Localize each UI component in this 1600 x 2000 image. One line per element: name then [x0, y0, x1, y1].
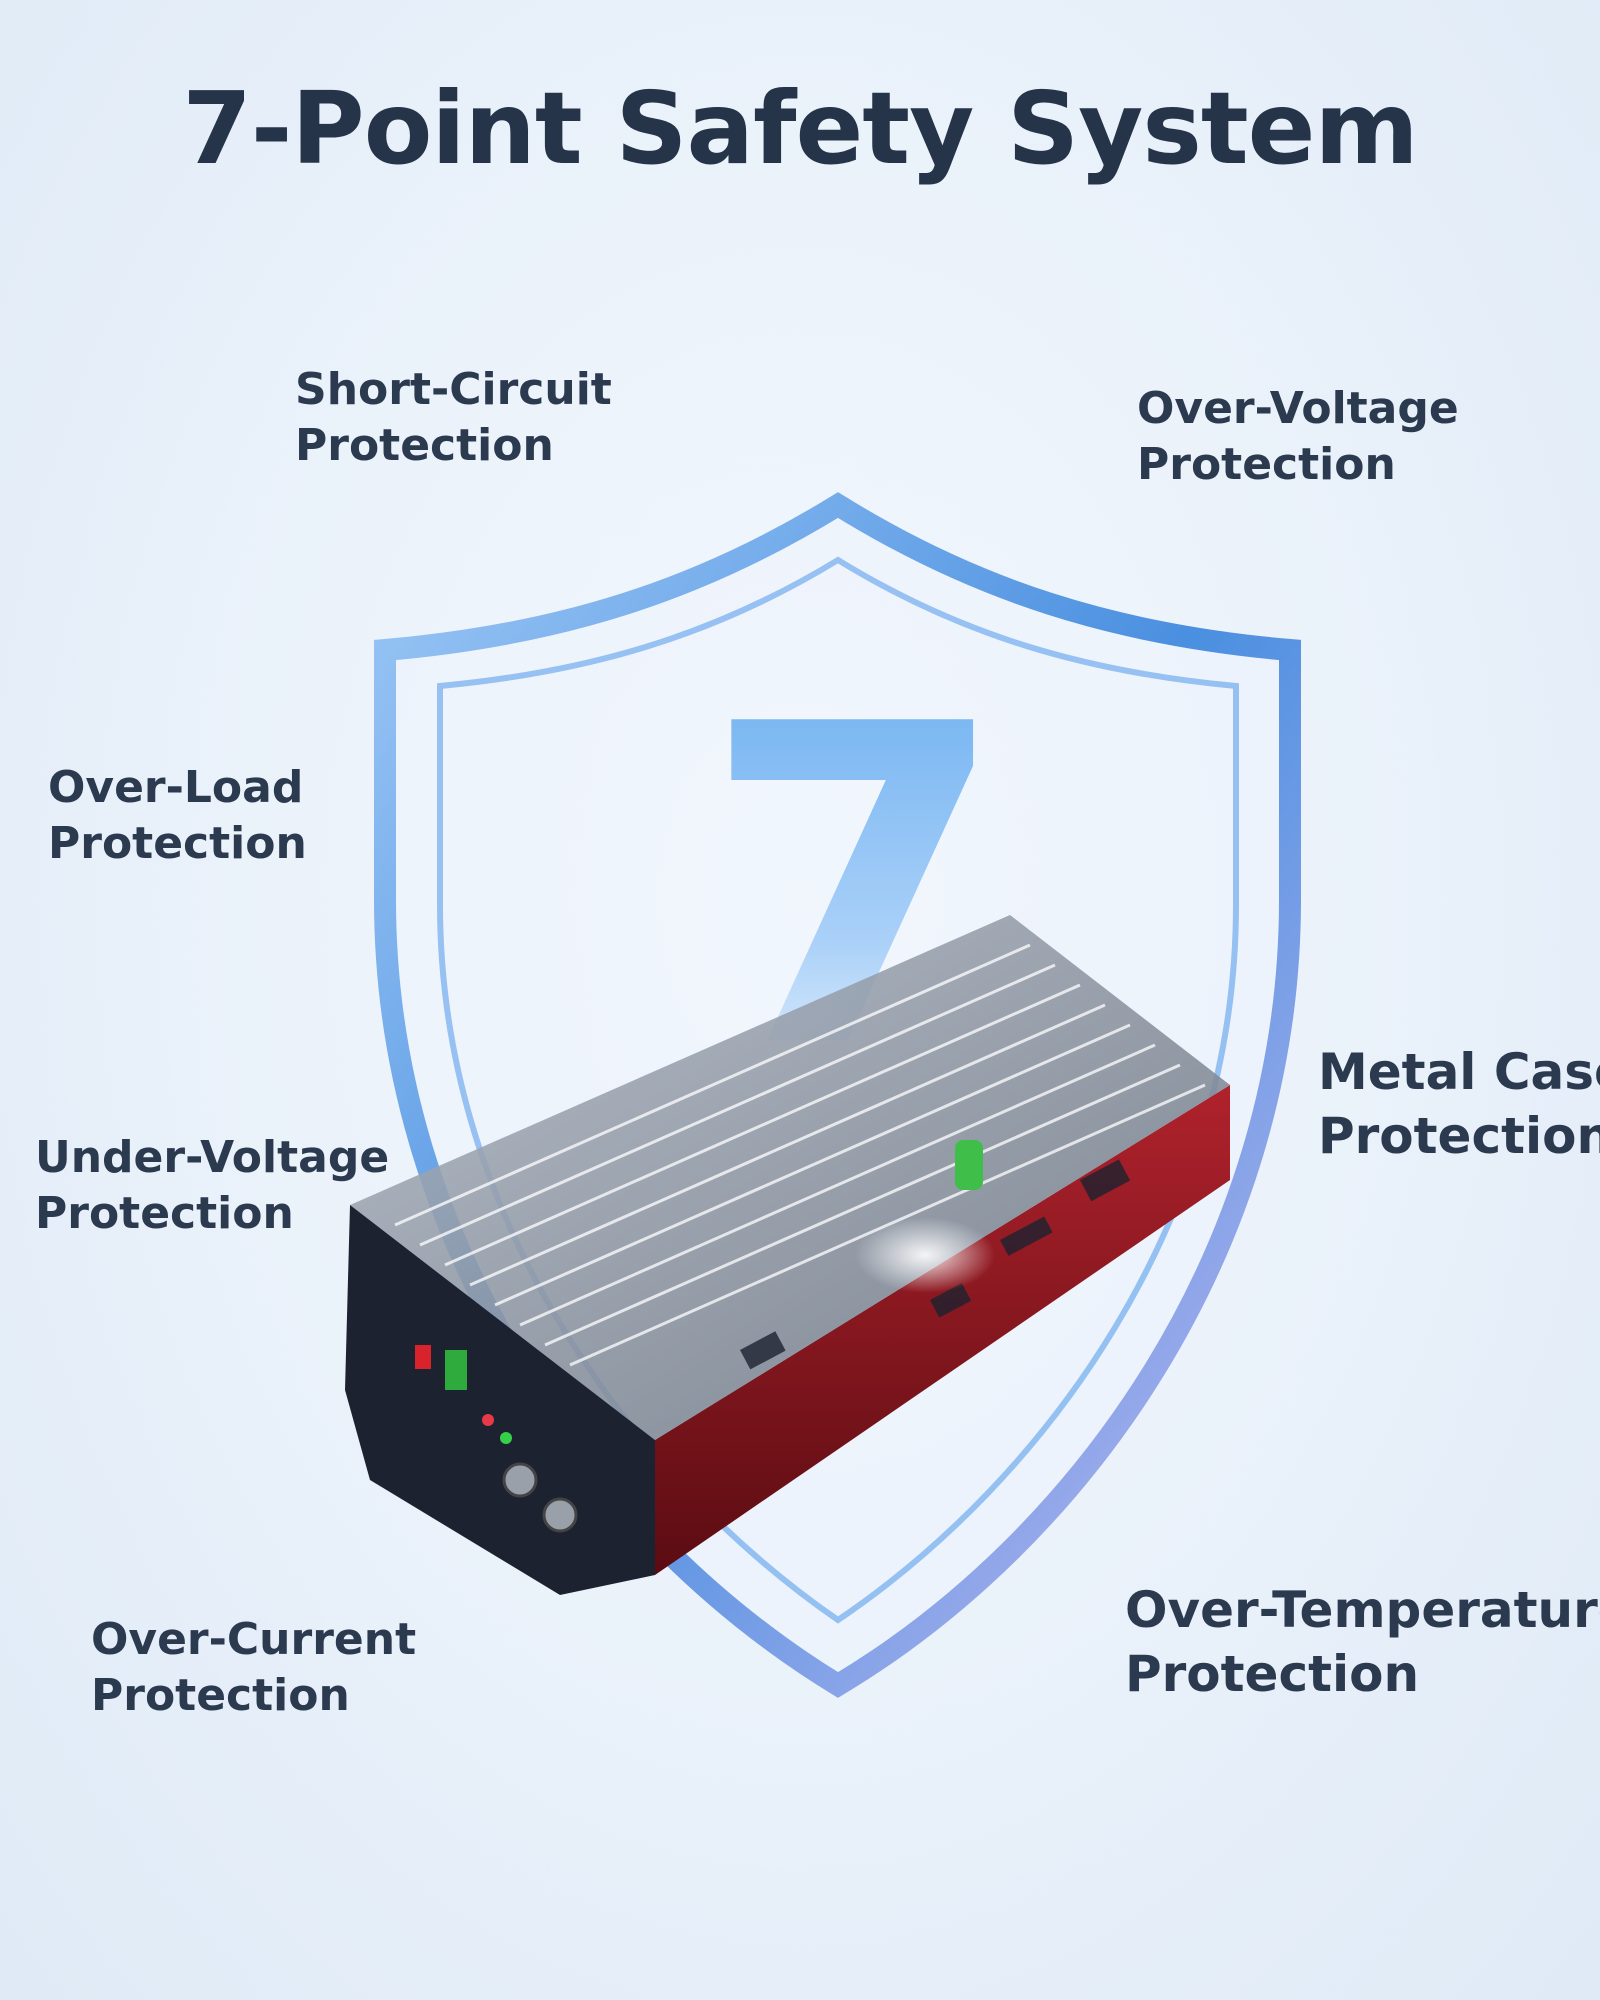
- inverter-device: [345, 915, 1230, 1595]
- feature-metal-case: Metal Case Protection: [1318, 1040, 1600, 1168]
- feature-over-temperature-name: Over-Temperature: [1125, 1581, 1600, 1639]
- feature-short-circuit: Short-Circuit Protection: [295, 362, 612, 475]
- feature-under-voltage-suffix: Protection: [35, 1188, 294, 1240]
- feature-over-load-name: Over-Load: [48, 762, 304, 813]
- feature-short-circuit-suffix: Protection: [295, 420, 554, 472]
- feature-over-temperature-suffix: Protection: [1125, 1645, 1420, 1703]
- feature-metal-case-name: Metal Case: [1318, 1043, 1600, 1101]
- feature-over-current-suffix: Protection: [91, 1670, 350, 1722]
- feature-over-load-suffix: Protection: [48, 818, 307, 870]
- feature-under-voltage: Under-Voltage Protection: [35, 1130, 389, 1243]
- feature-over-voltage-suffix: Protection: [1137, 439, 1396, 491]
- feature-over-voltage-name: Over-Voltage: [1137, 383, 1459, 434]
- feature-over-current: Over-Current Protection: [91, 1612, 416, 1725]
- feature-short-circuit-name: Short-Circuit: [295, 364, 612, 415]
- feature-over-voltage: Over-Voltage Protection: [1137, 381, 1459, 494]
- feature-metal-case-suffix: Protection: [1318, 1107, 1600, 1165]
- feature-under-voltage-name: Under-Voltage: [35, 1132, 390, 1183]
- page-title: 7-Point Safety System: [182, 70, 1418, 187]
- feature-over-load: Over-Load Protection: [48, 760, 307, 873]
- feature-over-current-name: Over-Current: [91, 1614, 417, 1665]
- feature-over-temperature: Over-Temperature Protection: [1125, 1578, 1600, 1706]
